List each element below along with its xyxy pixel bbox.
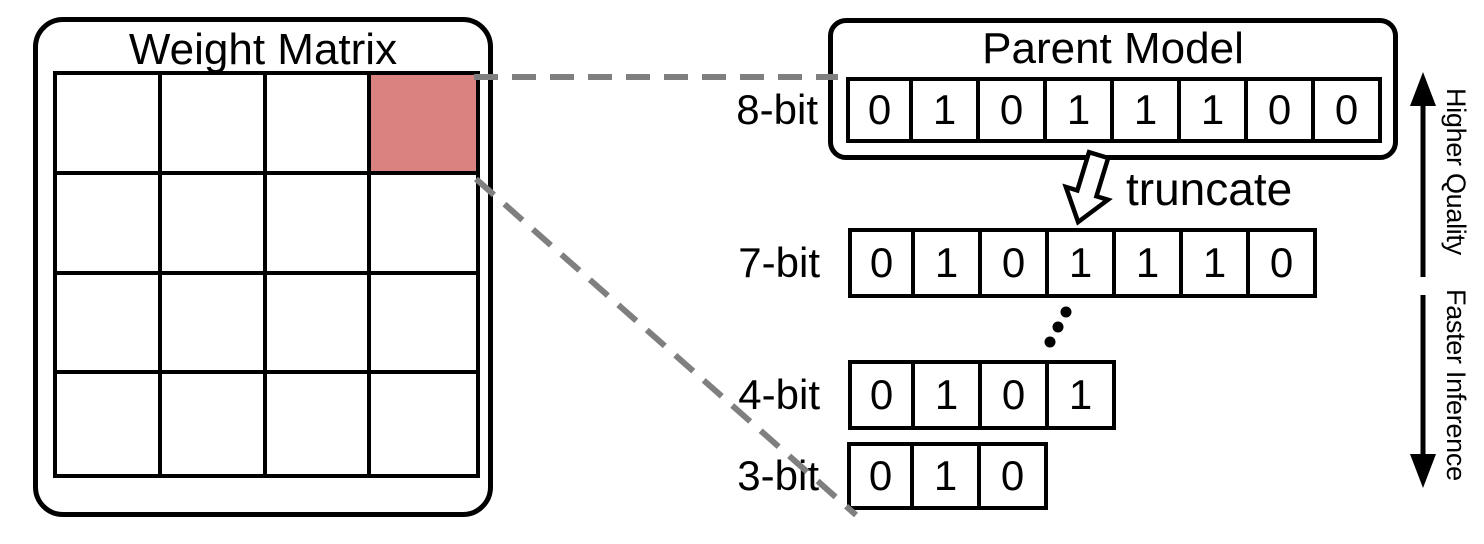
- weight-matrix-grid: [53, 71, 480, 478]
- truncate-label: truncate: [1126, 163, 1293, 215]
- bit-cell: 1: [1181, 77, 1248, 143]
- bit-cell: 1: [1183, 228, 1250, 298]
- bit-cell: 0: [982, 360, 1049, 430]
- bit-cell: 0: [980, 77, 1047, 143]
- bit-cell: 0: [846, 77, 913, 143]
- matrix-cell: [371, 175, 476, 275]
- matrix-cell-highlighted: [371, 75, 476, 175]
- bit-cell: 1: [913, 77, 980, 143]
- matrix-cell: [371, 374, 476, 474]
- bit-cell: 1: [1049, 360, 1116, 430]
- bit-cell: 0: [1250, 228, 1317, 298]
- matrix-cell: [267, 374, 372, 474]
- higher-quality-label: Higher Quality: [1441, 88, 1471, 255]
- parent-model-title: Parent Model: [982, 24, 1244, 73]
- bit-cell: 0: [848, 360, 915, 430]
- bit-cell: 1: [1116, 228, 1183, 298]
- matrix-cell: [266, 274, 372, 375]
- truncate-arrow-icon: [1062, 149, 1113, 226]
- matrix-cell: [162, 374, 267, 474]
- bit-row-label: 7-bit: [738, 239, 820, 286]
- faster-inference-label: Faster Inference: [1441, 289, 1471, 481]
- bit-cell: 0: [982, 228, 1049, 298]
- faster-inference-arrow-icon: [1410, 295, 1436, 488]
- bit-row-label: 3-bit: [737, 452, 819, 499]
- matrix-cell: [266, 174, 372, 275]
- bit-cell: 0: [848, 228, 915, 298]
- bit-cell: 0: [1248, 77, 1315, 143]
- matrix-cell: [161, 174, 267, 275]
- matrix-cell: [266, 75, 372, 175]
- matrix-cell: [161, 75, 267, 175]
- matrix-cell: [371, 275, 476, 375]
- bit-cell: 0: [847, 442, 914, 510]
- bit-cell: 1: [1114, 77, 1181, 143]
- matrix-cell: [57, 174, 162, 275]
- weight-matrix-title: Weight Matrix: [128, 25, 398, 74]
- matrix-cell: [161, 274, 267, 375]
- matrix-cell: [57, 274, 162, 375]
- bit-cell: 0: [1315, 77, 1382, 143]
- ellipsis-icon: [1044, 306, 1072, 348]
- bit-cell: 1: [915, 360, 982, 430]
- matrix-cell: [57, 374, 162, 474]
- bit-cell: 1: [1047, 77, 1114, 143]
- higher-quality-arrow-icon: [1410, 72, 1436, 277]
- bit-cell: 0: [981, 442, 1048, 510]
- bit-cell: 1: [1049, 228, 1116, 298]
- bit-cell: 1: [914, 442, 981, 510]
- matrix-cell: [57, 75, 162, 175]
- bit-cell: 1: [915, 228, 982, 298]
- bit-row-label: 8-bit: [736, 86, 818, 133]
- bit-row-label: 4-bit: [738, 371, 820, 418]
